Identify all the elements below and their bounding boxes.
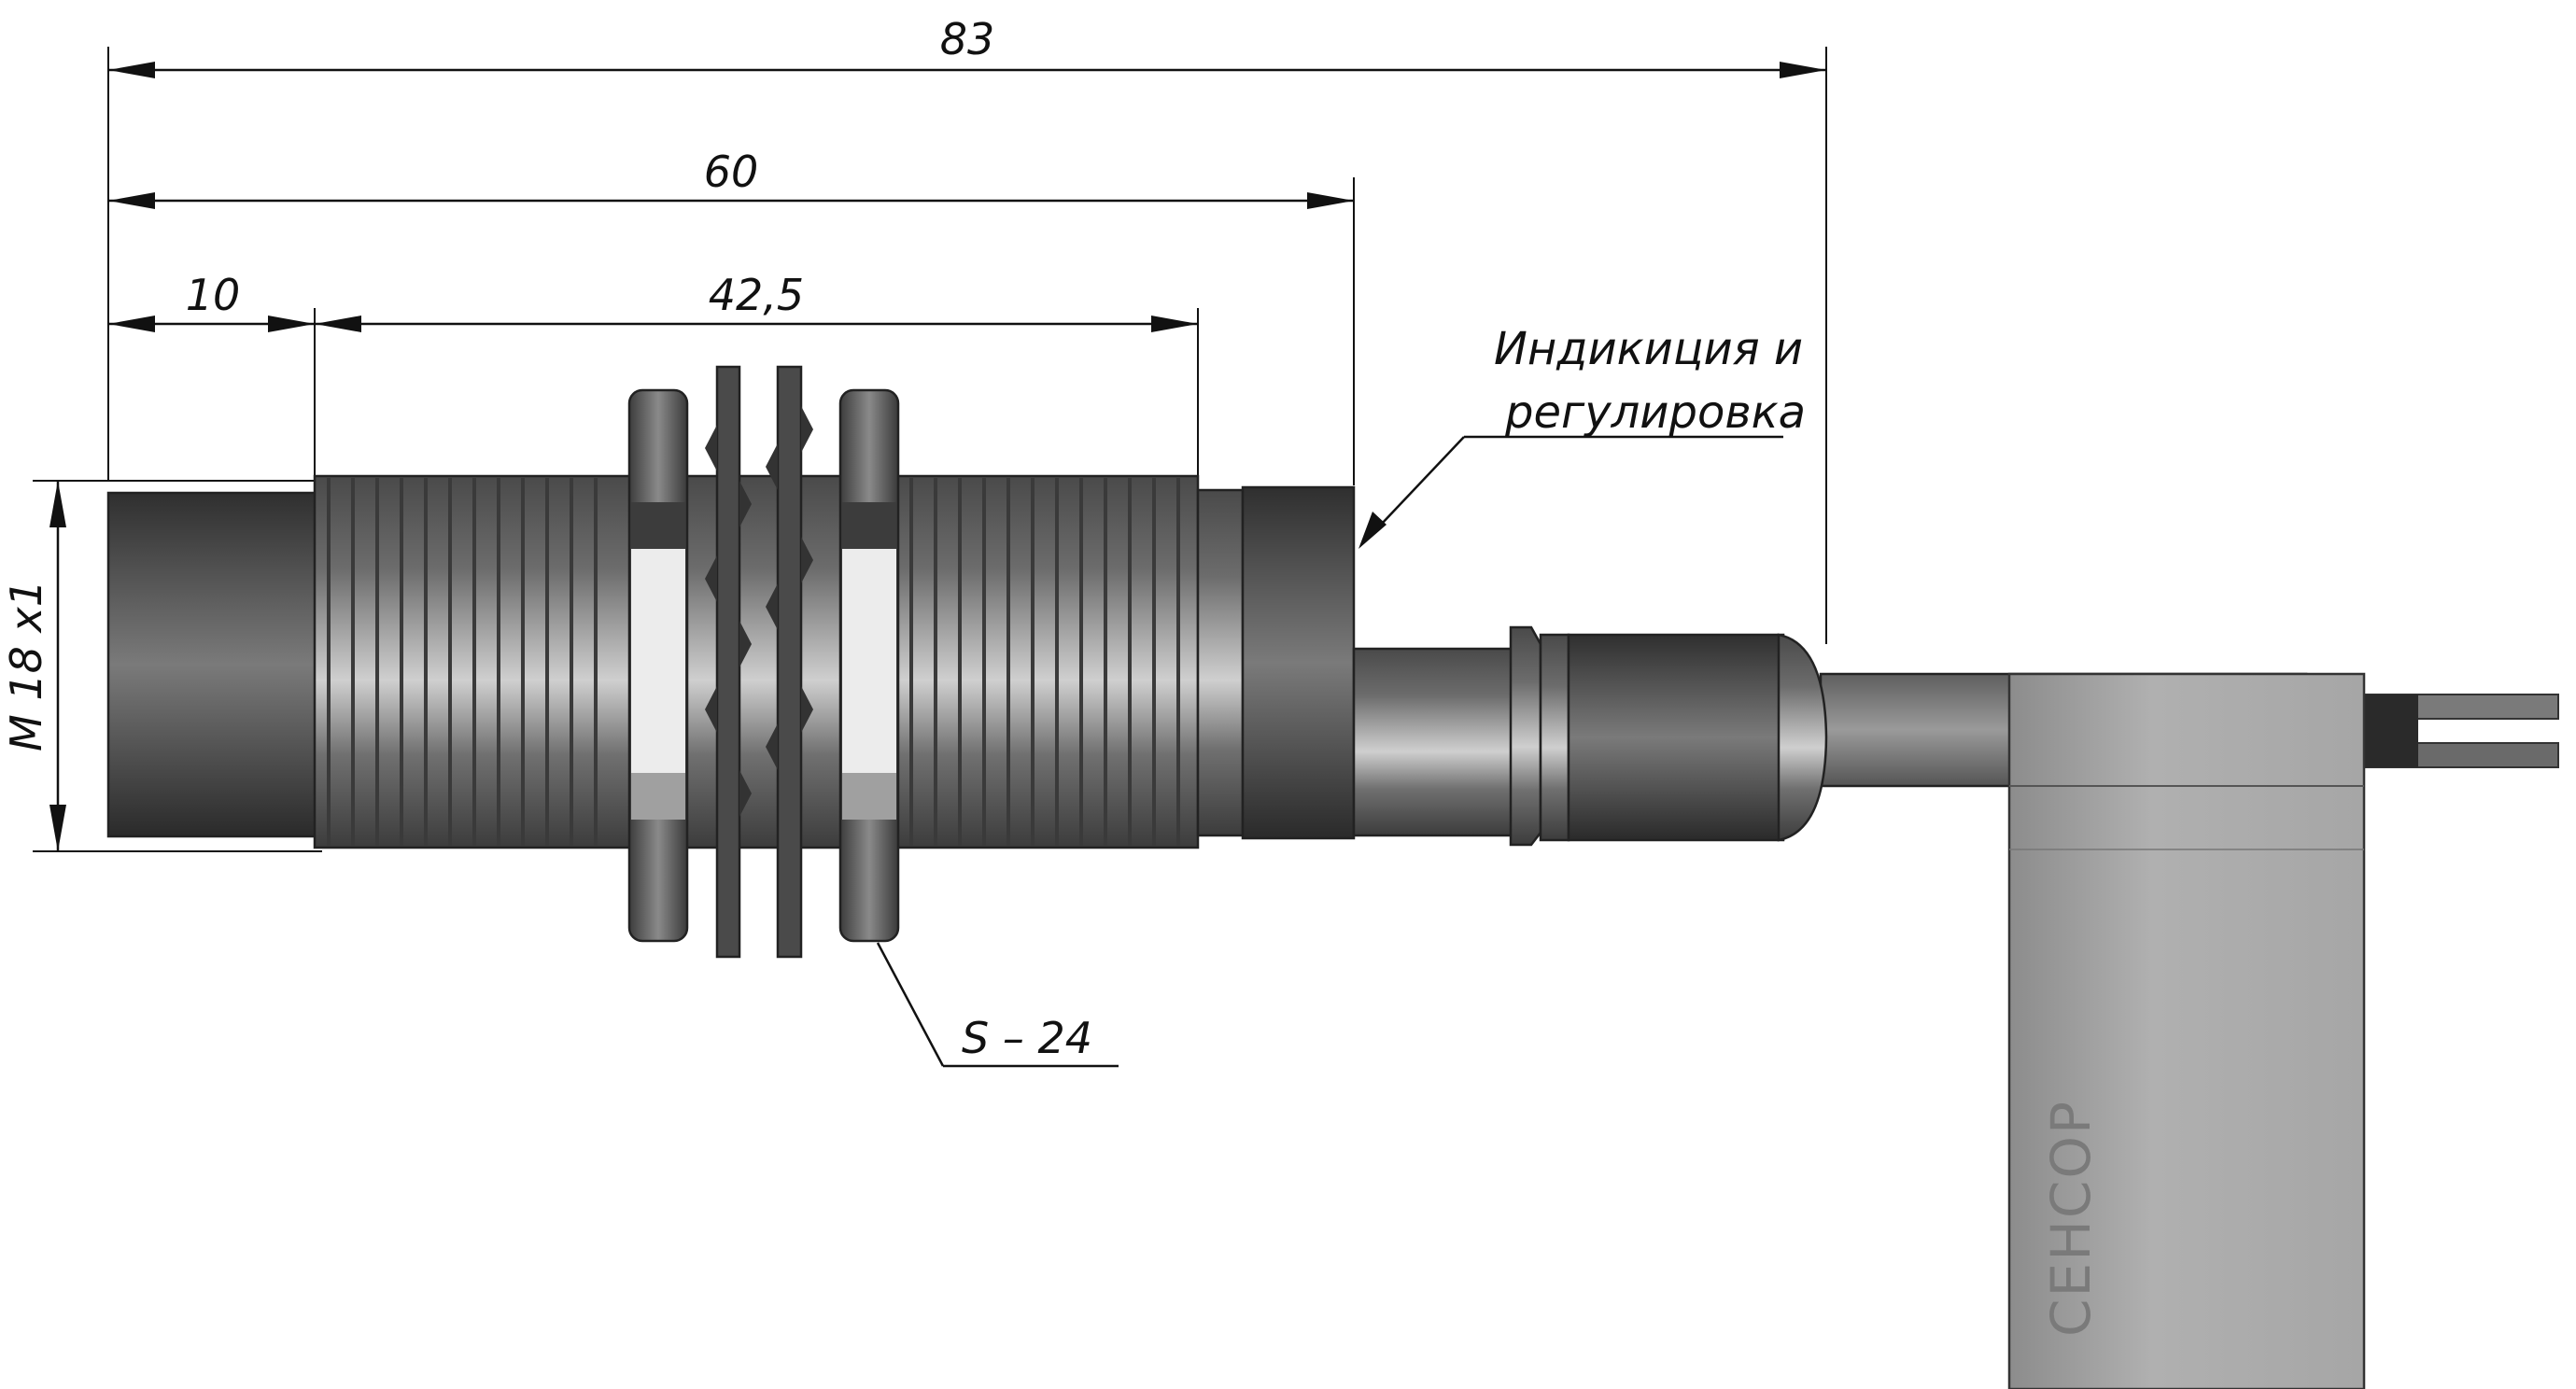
indication-label-line1: Индикиция и [1494, 323, 1803, 375]
indication-leader [1358, 435, 1783, 549]
dim-thread-size: M 18 x1 [1, 580, 51, 751]
nut-right [838, 388, 900, 943]
nut-size-leader [876, 942, 1119, 1068]
brand-label: СЕНСОР [2039, 1100, 2103, 1337]
dimension-lines [33, 47, 1827, 852]
dim-front-length: 10 [186, 270, 241, 320]
washer-right [766, 365, 813, 959]
dim-overall-length: 83 [940, 14, 995, 64]
nut-left [627, 388, 689, 943]
sensor-body [106, 474, 1828, 849]
thread-lines [327, 478, 1180, 846]
label-tag [2007, 672, 2366, 1389]
indication-label-line2: регулировка [1504, 386, 1806, 439]
nut-size-label: S – 24 [962, 1013, 1092, 1063]
dim-body-length: 60 [704, 147, 759, 197]
dim-thread-length: 42,5 [709, 270, 804, 320]
washer-left [705, 365, 752, 959]
